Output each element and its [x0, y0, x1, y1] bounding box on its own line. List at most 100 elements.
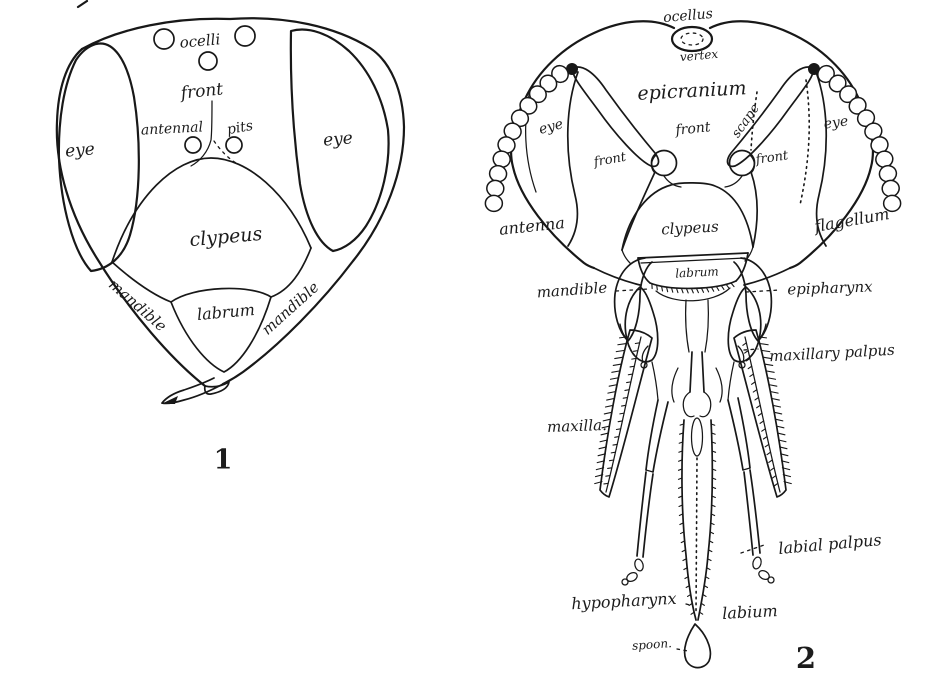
palp-right-seg1-b	[737, 397, 751, 469]
labium-top-connector-left	[685, 299, 690, 353]
fig2-labial-palpus-right	[727, 361, 775, 584]
hair-tick	[678, 441, 684, 444]
fig1-labrum-top-arc	[170, 287, 272, 303]
hair-tick	[688, 602, 693, 606]
fig1-mandible-right-inner-edge	[270, 247, 312, 298]
fig2-vertex-fold	[674, 45, 710, 52]
fig1-mandible-tip-barb	[161, 396, 178, 404]
hair-tick	[682, 558, 687, 562]
hair-tick	[711, 468, 717, 471]
hair-tick	[609, 377, 619, 380]
hair-tick	[679, 423, 685, 426]
fig2-right-eye-inner-boundary	[815, 71, 828, 247]
hair-tick	[606, 397, 615, 401]
hair-tick	[710, 286, 715, 292]
fig1-label-ocelli: ocelli	[179, 30, 221, 51]
hair-tick	[677, 468, 683, 471]
fig2-head-outline-right	[708, 20, 874, 270]
hair-tick	[773, 411, 783, 415]
hair-tick	[751, 381, 756, 385]
hair-tick	[771, 397, 780, 401]
hair-tick	[768, 384, 778, 387]
fig2-mandible-right	[733, 257, 773, 342]
hair-tick	[631, 357, 637, 360]
hair-tick	[703, 585, 709, 589]
hair-tick	[766, 451, 772, 456]
hair-tick	[675, 287, 679, 294]
hair-tick	[707, 549, 713, 553]
fig2-label-labium: labium	[722, 601, 778, 623]
fig2-ocellus-inner	[680, 32, 704, 46]
fig1-head-outline-left	[55, 47, 207, 388]
hair-tick	[757, 412, 763, 417]
hair-tick	[781, 467, 791, 471]
hair-tick	[763, 356, 772, 360]
palp-right-tip3	[767, 576, 775, 584]
fig2-label-maxillary-palpus: maxillary palpus	[769, 341, 896, 366]
hair-tick	[629, 365, 635, 368]
palp-left-base	[651, 361, 659, 401]
hair-tick	[777, 432, 786, 436]
fig2-label-labial-palpus: labial palpus	[778, 530, 883, 558]
fig1-right-eye-shape	[289, 28, 390, 253]
hair-tick	[772, 404, 782, 408]
hair-tick	[709, 531, 715, 535]
palp-right-seg2-a	[743, 471, 754, 556]
fig2-stipes-left	[624, 286, 659, 363]
palp-left-seg1-a	[645, 399, 659, 471]
hair-tick	[780, 453, 789, 457]
hair-tick	[730, 282, 735, 288]
hair-tick	[604, 404, 614, 408]
fig2-label-front-left: front	[592, 150, 628, 171]
hair-tick	[679, 432, 684, 435]
hair-tick	[612, 363, 622, 366]
hair-tick	[607, 391, 616, 394]
hair-tick	[776, 425, 785, 429]
hair-tick	[764, 443, 770, 448]
hair-tick	[670, 287, 674, 293]
labium-stem-right	[701, 351, 705, 393]
leader-epipharynx	[745, 289, 781, 293]
hair-tick	[710, 513, 716, 517]
fig1-label-antennal: antennal	[141, 119, 204, 138]
fig1-labrum-bottom	[170, 296, 272, 373]
fig1-label-front: front	[178, 79, 224, 104]
hair-tick	[624, 389, 630, 391]
hair-tick	[780, 460, 790, 464]
hair-tick	[758, 336, 768, 339]
palp-left-seg2-a	[636, 471, 647, 557]
palp-left-tip1	[634, 558, 644, 572]
fig2-label-front-center: front	[674, 119, 712, 139]
labium-edge-left	[681, 419, 697, 621]
fig2-label-hypopharynx: hypopharynx	[571, 589, 677, 613]
hair-tick	[677, 477, 683, 480]
hair-tick	[627, 373, 634, 376]
palp-left-seg1-b	[652, 401, 669, 473]
hair-tick	[773, 482, 779, 487]
pedicel-left	[566, 63, 578, 75]
figure1-head-front-view: ocelli front antennal pits eye eye clype…	[55, 0, 406, 476]
labium-stem-left	[689, 351, 693, 393]
fig1-label-pits: pits	[226, 118, 255, 138]
hair-tick	[597, 453, 606, 457]
hair-tick	[742, 342, 747, 346]
fig1-clypeus-dome	[111, 157, 312, 263]
fig1-label-clypeus: clypeus	[189, 223, 264, 251]
hair-tick	[685, 287, 689, 294]
fig2-labrum-top-edge	[637, 252, 749, 259]
fig1-left-eye-shape	[57, 42, 140, 273]
hair-tick	[711, 495, 716, 499]
fig2-label-mandible: mandible	[536, 279, 608, 302]
hair-tick	[711, 504, 716, 508]
hair-tick	[678, 459, 683, 462]
hair-tick	[690, 287, 694, 294]
hair-tick	[614, 356, 623, 360]
fig1-label-labrum: labrum	[196, 300, 255, 324]
hair-tick	[615, 349, 625, 353]
palp-right-joint	[742, 467, 751, 471]
palp-right-tip1	[752, 556, 762, 570]
fig2-label-clypeus: clypeus	[661, 217, 720, 238]
fig2-socket-right-hook	[749, 154, 756, 173]
fig1-label-eye-right: eye	[322, 128, 353, 151]
